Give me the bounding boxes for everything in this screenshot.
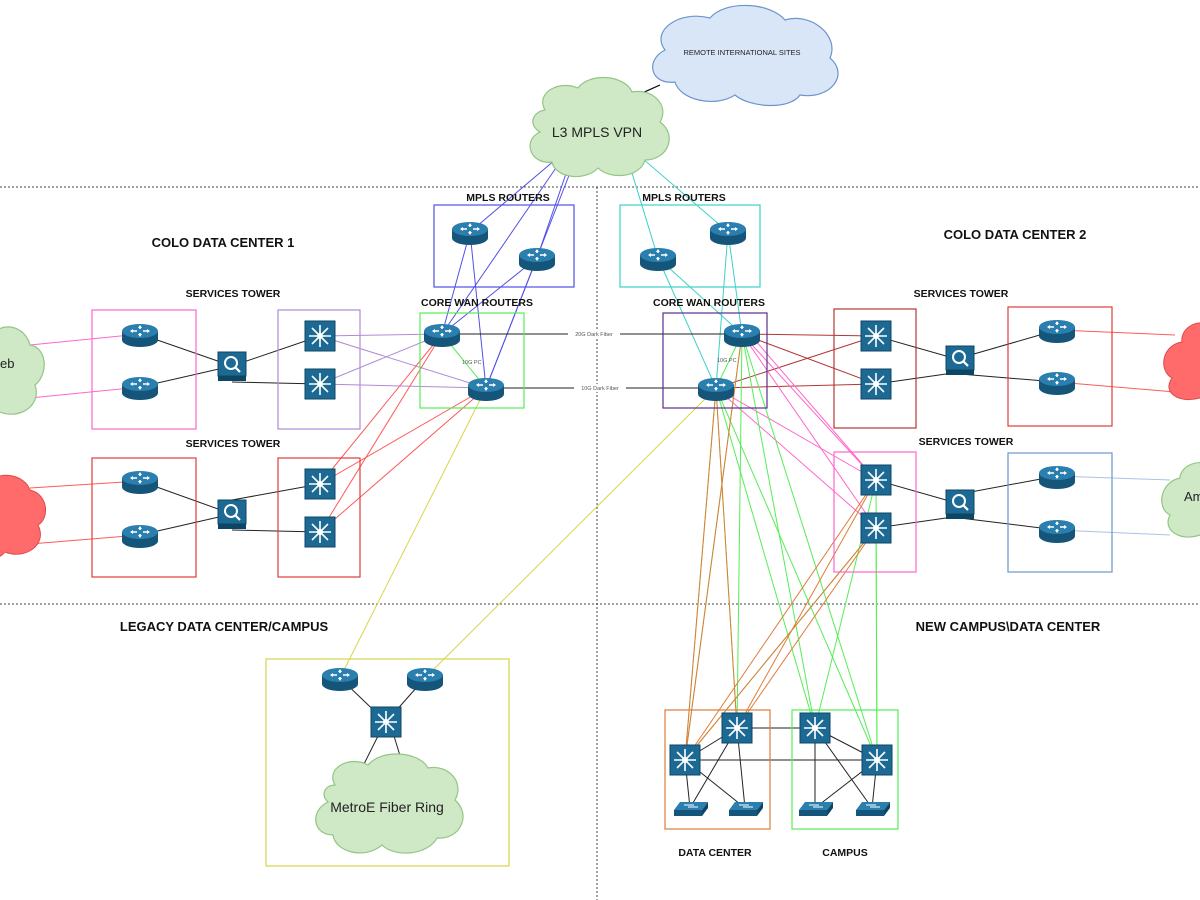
- l3-switch-icon: [304, 468, 336, 500]
- box-campus: [791, 709, 899, 830]
- group-label-services-tower-3: SERVICES TOWER: [914, 288, 1009, 300]
- region-title-colo-dc1: COLO DATA CENTER 1: [152, 235, 295, 250]
- cloud-label-remote: REMOTE INTERNATIONAL SITES: [683, 48, 800, 57]
- firewall-icon: [944, 488, 976, 521]
- firewall-icon: [216, 498, 248, 531]
- box-services-tower-2-switches: [277, 457, 361, 578]
- cloud-label-mpls-vpn: L3 MPLS VPN: [552, 124, 642, 140]
- box-core-wan-right: [662, 312, 768, 409]
- box-legacy-metro: [265, 658, 510, 867]
- link-label-pc-right: 10G PC: [717, 358, 737, 364]
- router-icon: [1038, 371, 1076, 396]
- router-icon: [1038, 319, 1076, 344]
- link-blue: [469, 231, 487, 389]
- cloud-metroe-fiber-ring: [315, 753, 464, 854]
- group-label-core-wan-right: CORE WAN ROUTERS: [653, 297, 765, 309]
- l3-switch-icon: [669, 744, 701, 776]
- cloud-remote-international-sites: [652, 4, 839, 107]
- l3-switch-icon: [860, 464, 892, 496]
- box-services-tower-3-switches: [833, 308, 917, 429]
- router-icon: [121, 376, 159, 401]
- router-icon: [723, 323, 761, 348]
- group-label-services-tower-1: SERVICES TOWER: [186, 288, 281, 300]
- access-switch-icon: [855, 801, 891, 817]
- router-icon: [697, 377, 735, 402]
- access-switch-icon: [728, 801, 764, 817]
- link-label-pc-left: 10G PC: [462, 360, 482, 366]
- link-blue: [441, 161, 561, 335]
- l3-switch-icon: [860, 320, 892, 352]
- link-cyan: [657, 257, 717, 389]
- group-label-services-tower-4: SERVICES TOWER: [919, 436, 1014, 448]
- router-icon: [121, 470, 159, 495]
- router-icon: [709, 221, 747, 246]
- box-services-tower-4-routers: [1007, 452, 1113, 573]
- devices: [121, 221, 1076, 817]
- box-mpls-routers-left: [433, 204, 575, 288]
- link-blue: [441, 257, 538, 335]
- region-separators: [0, 186, 1200, 900]
- router-icon: [518, 247, 556, 272]
- group-label-core-wan-left: CORE WAN ROUTERS: [421, 297, 533, 309]
- group-boxes: [91, 204, 1113, 867]
- box-services-tower-2-routers: [91, 457, 197, 578]
- link-blue: [485, 257, 538, 389]
- l3-switch-icon: [304, 320, 336, 352]
- group-label-data-center: DATA CENTER: [678, 847, 752, 859]
- router-icon: [121, 323, 159, 348]
- firewall-icon: [944, 344, 976, 377]
- router-icon: [423, 323, 461, 348]
- box-services-tower-1-switches: [277, 309, 361, 430]
- l3-switch-icon: [721, 712, 753, 744]
- box-services-tower-1-routers: [91, 309, 197, 430]
- router-icon: [1038, 519, 1076, 544]
- box-services-tower-3-routers: [1007, 306, 1113, 427]
- cloud-l3-mpls-vpn: [529, 76, 670, 178]
- box-mpls-routers-right: [619, 204, 761, 288]
- link-blue: [441, 231, 471, 335]
- link-cyan: [715, 231, 729, 389]
- cloud-right-top: [1163, 322, 1200, 400]
- box-data-center: [664, 709, 771, 830]
- l3-switch-icon: [799, 712, 831, 744]
- cloud-left-top: [0, 326, 45, 415]
- link-label-dark-fiber-10g: 10G Dark Fiber: [581, 386, 619, 392]
- l3-switch-icon: [860, 512, 892, 544]
- router-icon: [321, 667, 359, 692]
- l3-switch-icon: [860, 368, 892, 400]
- router-icon: [1038, 465, 1076, 490]
- cloud-label-left-top: eb: [0, 356, 14, 371]
- link-label-dark-fiber-20g: 20G Dark Fiber: [575, 332, 613, 338]
- group-label-mpls-right: MPLS ROUTERS: [642, 192, 725, 204]
- cloud-right-bottom: [1161, 462, 1200, 538]
- group-label-campus: CAMPUS: [822, 847, 868, 859]
- l3-switch-icon: [304, 516, 336, 548]
- box-services-tower-4-switches: [833, 451, 917, 573]
- link-cyan: [727, 231, 743, 335]
- l3-switch-icon: [304, 368, 336, 400]
- firewall-icon: [216, 350, 248, 383]
- l3-switch-icon: [370, 706, 402, 738]
- cloud-label-right-bottom: Am: [1184, 489, 1200, 504]
- region-title-new-campus: NEW CAMPUS\DATA CENTER: [916, 619, 1101, 634]
- region-title-legacy: LEGACY DATA CENTER/CAMPUS: [120, 619, 329, 634]
- region-title-colo-dc2: COLO DATA CENTER 2: [944, 227, 1087, 242]
- router-icon: [467, 377, 505, 402]
- box-core-wan-left: [419, 312, 525, 409]
- access-switch-icon: [798, 801, 834, 817]
- l3-switch-icon: [861, 744, 893, 776]
- access-switch-icon: [673, 801, 709, 817]
- router-icon: [406, 667, 444, 692]
- link-blue: [469, 159, 556, 233]
- router-icon: [639, 247, 677, 272]
- router-icon: [121, 524, 159, 549]
- router-icon: [451, 221, 489, 246]
- link-cyan: [657, 257, 743, 335]
- cloud-left-bottom: [0, 474, 46, 557]
- group-label-services-tower-2: SERVICES TOWER: [186, 438, 281, 450]
- group-label-mpls-left: MPLS ROUTERS: [466, 192, 549, 204]
- cloud-label-metroe: MetroE Fiber Ring: [330, 799, 444, 815]
- labels: REMOTE INTERNATIONAL SITES L3 MPLS VPN M…: [0, 48, 1200, 859]
